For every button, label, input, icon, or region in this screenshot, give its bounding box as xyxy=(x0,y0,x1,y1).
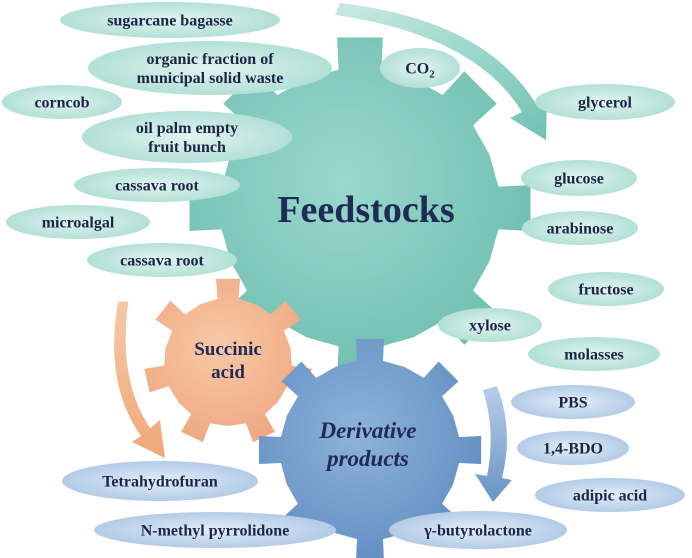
feedstock-pill-text: molasses xyxy=(564,347,624,364)
feedstocks-label: Feedstocks xyxy=(277,189,454,231)
succinic-acid-label-line2: acid xyxy=(211,362,245,383)
feedstock-pill-shape xyxy=(82,111,292,163)
feedstock-pill-text: arabinose xyxy=(547,221,614,238)
feedstock-pill-1: organic fraction of municipal solid waste xyxy=(88,41,332,95)
product-pill-text: 1,4-BDO xyxy=(543,441,603,458)
feedstock-pill-shape xyxy=(60,2,280,38)
product-pill-shape xyxy=(517,431,629,465)
feedstock-pill-9: glucose xyxy=(521,160,637,196)
feedstock-pill-shape xyxy=(87,243,237,277)
derivative-label-line2: products xyxy=(325,446,409,471)
product-pill-shape xyxy=(511,385,635,419)
gear-derivative-shape xyxy=(258,338,482,558)
feedstock-pill-6: microalgal xyxy=(6,205,150,239)
product-pill-text: adipic acid xyxy=(573,488,647,505)
feedstock-pill-text: oil palm empty xyxy=(136,120,238,137)
feedstock-pill-text: glucose xyxy=(554,171,604,188)
product-pill-5: N-methyl pyrrolidone xyxy=(94,512,336,548)
feedstock-pill-3: corncob xyxy=(2,85,122,119)
gear-succinic-shape xyxy=(144,278,312,443)
feedstock-pill-text: corncob xyxy=(34,95,89,112)
feedstock-pill-2: CO2 xyxy=(380,48,460,88)
feedstock-pill-shape xyxy=(2,85,122,119)
derivative-products-gear xyxy=(258,338,482,558)
feedstock-flow-arrow xyxy=(335,3,547,140)
product-pill-text: Tetrahydrofuran xyxy=(102,474,218,491)
feedstock-pill-shape xyxy=(88,41,332,95)
feedstock-pill-text: cassava root xyxy=(120,253,204,270)
feedstock-pill-text: cassava root xyxy=(115,178,199,195)
feedstock-pill-12: xylose xyxy=(438,308,542,342)
feedstock-pill-shape xyxy=(535,84,675,120)
feedstock-pill-text: organic fraction of xyxy=(146,51,274,68)
pill-labels: sugarcane bagasse organic fraction of muni… xyxy=(2,2,685,549)
succinic-to-products-arrow xyxy=(114,301,165,458)
product-pill-0: PBS xyxy=(511,385,635,419)
feedstock-pill-8: glycerol xyxy=(535,84,675,120)
feedstock-pill-shape xyxy=(6,205,150,239)
product-pill-4: Tetrahydrofuran xyxy=(62,461,258,501)
feedstock-pill-text: fruit bunch xyxy=(148,139,226,156)
product-pill-shape xyxy=(389,511,567,549)
feedstock-pill-shape xyxy=(528,337,660,371)
feedstock-pill-shape xyxy=(548,272,664,306)
product-pill-shape xyxy=(94,512,336,548)
feedstock-pill-shape xyxy=(522,211,638,245)
feedstock-pill-text: fructose xyxy=(578,282,633,299)
product-pill-shape xyxy=(535,478,685,512)
product-pill-shape xyxy=(62,461,258,501)
feedstock-pill-text: glycerol xyxy=(578,95,632,112)
product-pill-text: γ-butyrolactone xyxy=(423,523,532,540)
product-pill-2: adipic acid xyxy=(535,478,685,512)
feedstock-pill-0: sugarcane bagasse xyxy=(60,2,280,38)
product-pill-1: 1,4-BDO xyxy=(517,431,629,465)
product-pill-text: PBS xyxy=(558,395,587,412)
feedstock-pill-7: cassava root xyxy=(87,243,237,277)
feedstock-pill-shape xyxy=(380,48,460,88)
feedstock-pill-text: sugarcane bagasse xyxy=(107,13,233,30)
product-pill-3: γ-butyrolactone xyxy=(389,511,567,549)
feedstock-pill-10: arabinose xyxy=(522,211,638,245)
feedstock-pill-shape xyxy=(438,308,542,342)
derivative-label-line1: Derivative xyxy=(318,418,416,443)
succinic-acid-gear xyxy=(144,278,312,443)
feedstock-pill-text: municipal solid waste xyxy=(137,70,284,87)
feedstock-pill-shape xyxy=(521,160,637,196)
succinic-acid-label-line1: Succinic xyxy=(194,339,262,360)
product-pill-text: N-methyl pyrrolidone xyxy=(141,523,290,540)
feedstock-pill-5: cassava root xyxy=(74,168,240,202)
feedstock-pill-text: microalgal xyxy=(42,215,115,232)
feedstock-pill-13: molasses xyxy=(528,337,660,371)
feedstock-pill-shape xyxy=(74,168,240,202)
feedstock-pill-11: fructose xyxy=(548,272,664,306)
derivative-flow-arrow xyxy=(475,386,512,502)
feedstock-pill-text: CO2 xyxy=(405,61,435,81)
feedstock-pill-text: xylose xyxy=(469,318,511,335)
feedstock-pill-4: oil palm empty fruit bunch xyxy=(82,111,292,163)
